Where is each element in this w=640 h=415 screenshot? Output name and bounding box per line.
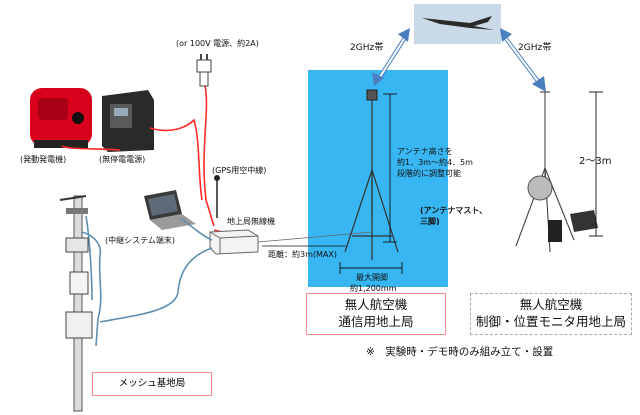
gps-antenna-label: (GPS用空中線) bbox=[212, 166, 267, 175]
ground-radio-label: 地上局無線機 bbox=[227, 217, 275, 226]
generator-icon bbox=[30, 88, 92, 148]
band-right-label: 2GHz帯 bbox=[518, 43, 552, 53]
control-laptop-icon bbox=[570, 210, 598, 232]
relay-terminal-label: (中継システム端末) bbox=[105, 236, 176, 245]
height-dimension-right bbox=[589, 91, 603, 237]
data-cables bbox=[81, 215, 213, 347]
control-station-line1: 無人航空機 bbox=[519, 297, 583, 312]
max-open-label: 最大開脚 約1,200mm bbox=[350, 272, 397, 294]
antenna-height-line3: 段階的に調整可能 bbox=[397, 169, 461, 178]
comm-station-line2: 通信用地上局 bbox=[338, 314, 414, 329]
antenna-panel bbox=[308, 70, 448, 287]
gps-antenna-icon bbox=[214, 175, 220, 218]
power-plug-icon bbox=[196, 54, 212, 87]
comm-station-line1: 無人航空機 bbox=[344, 297, 408, 312]
arrowhead-right-bottom bbox=[532, 76, 546, 92]
control-station-line2: 制御・位置モニタ用地上局 bbox=[475, 314, 626, 329]
antenna-height-line1: アンテナ高さを bbox=[397, 147, 453, 156]
max-open-line2: 約1,200mm bbox=[350, 284, 397, 293]
aircraft-icon bbox=[422, 16, 494, 30]
antenna-height-label: アンテナ高さを 約1．3m～約4．5m 段階的に調整可能 bbox=[397, 146, 473, 179]
comm-ground-station-box: 無人航空機 通信用地上局 bbox=[306, 293, 446, 335]
radio-antenna-link bbox=[257, 231, 373, 243]
band-left-label: 2GHz帯 bbox=[350, 43, 384, 53]
setup-note: ※ 実験時・デモ時のみ組み立て・設置 bbox=[366, 346, 554, 358]
antenna-mast-line1: (アンテナマスト、 bbox=[420, 206, 488, 215]
mesh-station-label: メッシュ基地局 bbox=[92, 372, 212, 396]
arrowhead-right-top bbox=[500, 28, 512, 42]
control-box-icon bbox=[548, 220, 562, 242]
wireless-link-left-inner bbox=[377, 35, 407, 81]
ups-icon bbox=[102, 90, 154, 152]
antenna-mast-label: (アンテナマスト、 三脚) bbox=[420, 205, 487, 227]
antenna-height-line2: 約1．3m～約4．5m bbox=[397, 158, 473, 167]
control-ground-station-box: 無人航空機 制御・位置モニタ用地上局 bbox=[470, 293, 632, 335]
width-dimension bbox=[339, 262, 403, 274]
laptop-icon bbox=[144, 190, 196, 230]
max-open-line1: 最大開脚 bbox=[356, 273, 388, 282]
control-tripod-icon bbox=[515, 91, 575, 253]
wireless-link-right-inner bbox=[503, 35, 541, 85]
ground-radio-icon bbox=[209, 229, 259, 255]
height-dimension-left bbox=[383, 93, 397, 243]
arrowhead-left-top bbox=[398, 28, 410, 42]
arrowhead-left-bottom bbox=[372, 72, 384, 86]
antenna-mast-line2: 三脚) bbox=[420, 217, 440, 226]
distance-label: 距離：約3m(MAX) bbox=[268, 250, 337, 259]
ups-label: (無停電電源) bbox=[99, 155, 146, 164]
height-right-label: 2～3m bbox=[579, 156, 612, 167]
generator-label: (発動発電機) bbox=[20, 155, 67, 164]
power-source-label: (or 100V 電源、約2A) bbox=[176, 39, 259, 48]
antenna-tripod-icon bbox=[344, 98, 399, 260]
antenna-head-icon bbox=[366, 89, 378, 101]
control-equipment-icon bbox=[527, 175, 553, 201]
mesh-pole-icon bbox=[59, 195, 93, 412]
